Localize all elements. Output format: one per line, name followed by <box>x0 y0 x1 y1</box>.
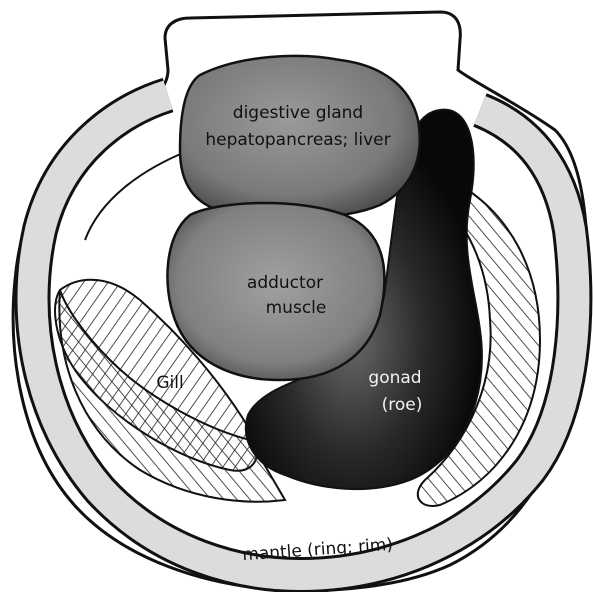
adductor-label: adductor <box>247 273 323 293</box>
digestive-gland-label: digestive gland <box>233 103 363 123</box>
roe-label: (roe) <box>382 395 423 415</box>
hepatopancreas-label: hepatopancreas; liver <box>205 130 390 150</box>
gill-label: Gill <box>156 373 183 393</box>
muscle-label: muscle <box>266 298 327 318</box>
gonad-label: gonad <box>368 368 421 388</box>
